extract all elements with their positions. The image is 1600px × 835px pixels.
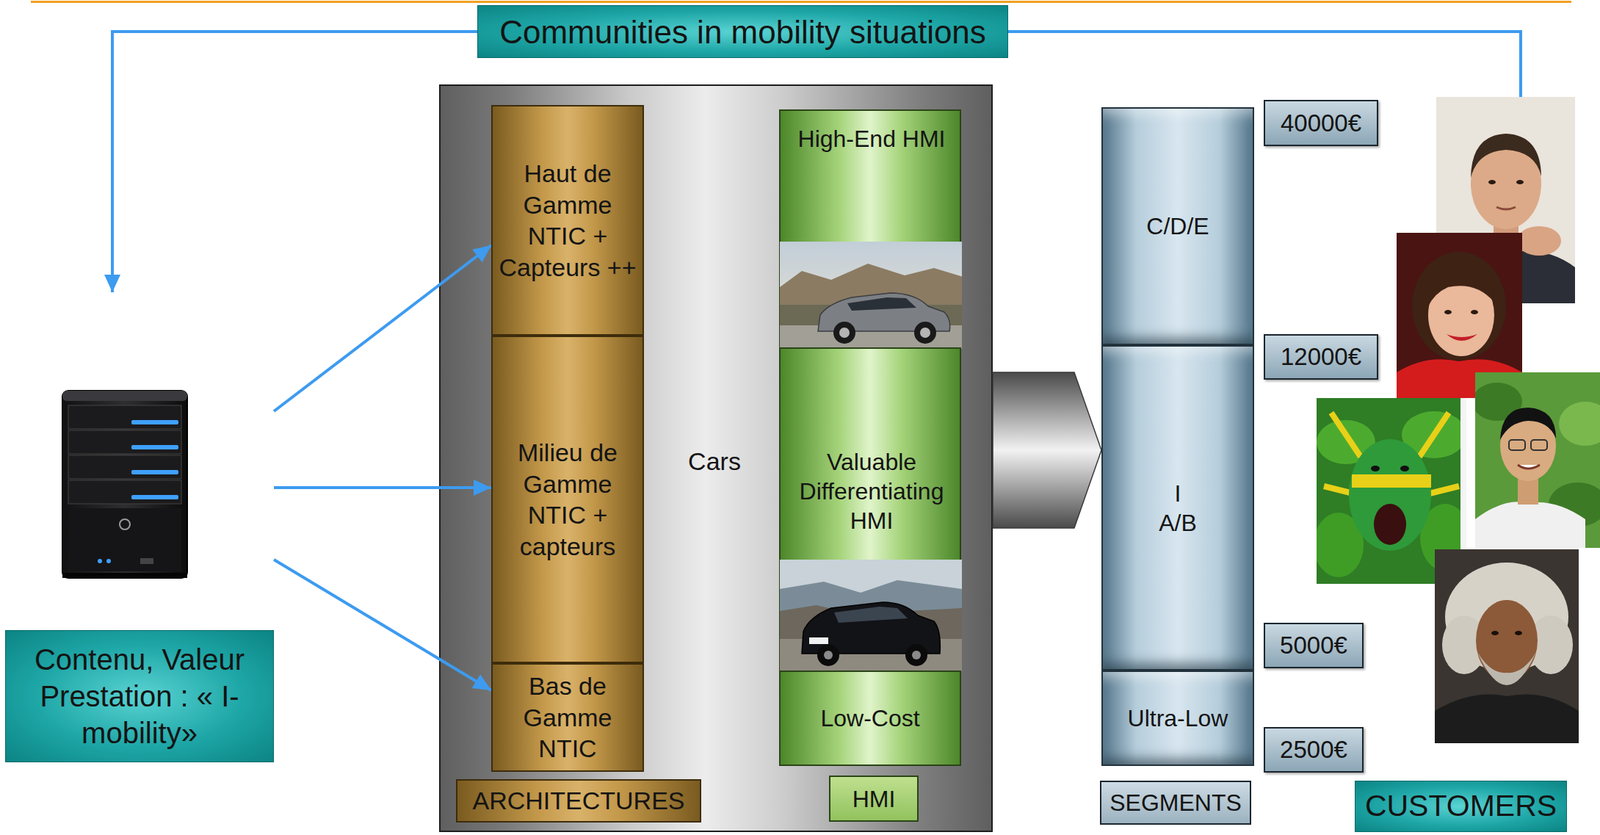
arrow-head xyxy=(472,245,492,263)
price-box-text: 5000€ xyxy=(1279,630,1348,661)
architecture-box-text: Milieu de Gamme NTIC + capteurs xyxy=(498,436,637,562)
price-box: 12000€ xyxy=(1263,334,1379,380)
cars-panel: Cars Haut de Gamme NTIC + Capteurs ++ Mili… xyxy=(439,84,993,832)
architecture-box: Haut de Gamme NTIC + Capteurs ++ xyxy=(491,105,644,336)
arrow-head xyxy=(104,274,121,293)
connector xyxy=(273,245,492,412)
segment-box: Ultra-Low xyxy=(1101,670,1255,766)
column-label: SEGMENTS xyxy=(1099,780,1252,825)
architecture-box: Bas de Gamme NTIC xyxy=(491,663,644,772)
column-label: HMI xyxy=(829,775,919,822)
segment-box: I A/B xyxy=(1101,345,1255,671)
connector xyxy=(992,372,1102,528)
hmi-box-text-area: Valuable Differentiating HMI xyxy=(780,422,963,561)
column-label-text: SEGMENTS xyxy=(1109,787,1242,818)
price-box-text: 2500€ xyxy=(1279,734,1348,765)
cars-panel-text-area: Cars xyxy=(674,440,755,482)
hmi-box-text: Valuable Differentiating HMI xyxy=(786,447,957,536)
hmi-box-text: Low-Cost xyxy=(820,703,920,733)
community-box: Communities in mobility situations xyxy=(477,5,1009,59)
content-server: Contenu, Valeur Prestation : « I-mobilit… xyxy=(5,292,274,763)
hmi-box: Valuable Differentiating HMI xyxy=(779,347,962,671)
architecture-box-text: Haut de Gamme NTIC + Capteurs ++ xyxy=(498,157,637,283)
hmi-box-text-area: High-End HMI xyxy=(780,110,963,242)
block-arrow xyxy=(992,372,1102,528)
hmi-box: Low-Cost xyxy=(779,670,962,766)
price-box-text: 12000€ xyxy=(1280,341,1362,372)
hmi-box: High-End HMI xyxy=(779,109,962,348)
car1-picture xyxy=(779,241,962,349)
price-box: 40000€ xyxy=(1263,99,1379,147)
architecture-box-text: Bas de Gamme NTIC xyxy=(498,670,637,765)
connector-line xyxy=(273,559,492,691)
architecture-box: Milieu de Gamme NTIC + capteurs xyxy=(491,335,644,664)
segment-box-text: I A/B xyxy=(1155,478,1200,538)
price-box-text: 40000€ xyxy=(1280,107,1362,139)
people-picture xyxy=(1316,96,1600,832)
connector xyxy=(273,559,492,691)
content-server-text-area: Contenu, Valeur Prestation : « I-mobilit… xyxy=(5,630,274,763)
connector xyxy=(1008,31,1521,97)
column-label-text: HMI xyxy=(852,784,896,814)
column-label: ARCHITECTURES xyxy=(455,779,702,823)
segment-box-text: Ultra-Low xyxy=(1127,703,1229,733)
connector-line xyxy=(112,31,478,293)
arrow-head xyxy=(472,674,492,691)
segment-box-text: C/D/E xyxy=(1146,211,1209,241)
price-box: 5000€ xyxy=(1263,622,1364,669)
connector xyxy=(104,31,478,293)
top-rule xyxy=(30,0,1572,3)
customers-group-text: CUSTOMERS xyxy=(1365,787,1557,825)
arrow-head xyxy=(473,479,492,496)
connector-line xyxy=(273,245,492,412)
hmi-box-text: High-End HMI xyxy=(798,124,946,154)
column-label-text: ARCHITECTURES xyxy=(472,784,685,817)
cars-panel-text: Cars xyxy=(688,445,741,478)
customers-group: CUSTOMERS xyxy=(1316,96,1600,832)
community-box-text: Communities in mobility situations xyxy=(499,11,987,53)
price-box: 2500€ xyxy=(1263,726,1364,773)
server-picture xyxy=(59,387,191,584)
customers-group-text-area: CUSTOMERS xyxy=(1354,780,1567,832)
connector xyxy=(273,479,492,496)
content-server-text: Contenu, Valeur Prestation : « I-mobilit… xyxy=(11,641,268,752)
car2-picture xyxy=(779,559,962,672)
connector-line xyxy=(1008,31,1521,97)
connector-line xyxy=(273,486,492,490)
segment-box: C/D/E xyxy=(1101,107,1255,346)
